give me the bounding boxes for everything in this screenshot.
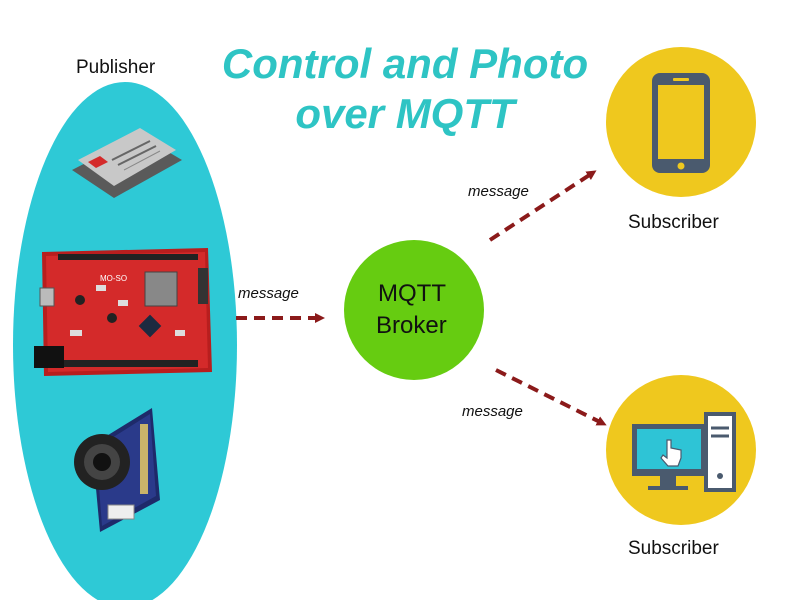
message-label-to-broker: message bbox=[238, 285, 299, 302]
subscriber-top-label: Subscriber bbox=[628, 212, 719, 233]
broker-circle bbox=[344, 240, 484, 380]
publisher-label: Publisher bbox=[76, 57, 156, 78]
title-line-2: over MQTT bbox=[295, 90, 515, 137]
board-silkscreen-label: MO-SO bbox=[100, 274, 128, 283]
camera-module-image bbox=[74, 408, 160, 532]
arrow-broker-to-subscriber-bottom bbox=[495, 368, 607, 426]
broker-label-line-1: MQTT bbox=[378, 280, 446, 307]
subscriber-bottom-label: Subscriber bbox=[628, 538, 719, 559]
message-label-to-subscriber-top: message bbox=[468, 183, 529, 200]
message-label-to-subscriber-bottom: message bbox=[462, 403, 523, 420]
desktop-computer-icon bbox=[632, 412, 736, 492]
broker-label-line-2: Broker bbox=[376, 312, 447, 339]
arrow-broker-to-subscriber-top bbox=[488, 170, 597, 242]
gsm-module-image bbox=[72, 128, 182, 198]
smartphone-icon bbox=[652, 73, 710, 173]
dev-board-image bbox=[34, 248, 212, 376]
title-line-1: Control and Photo bbox=[221, 40, 589, 87]
